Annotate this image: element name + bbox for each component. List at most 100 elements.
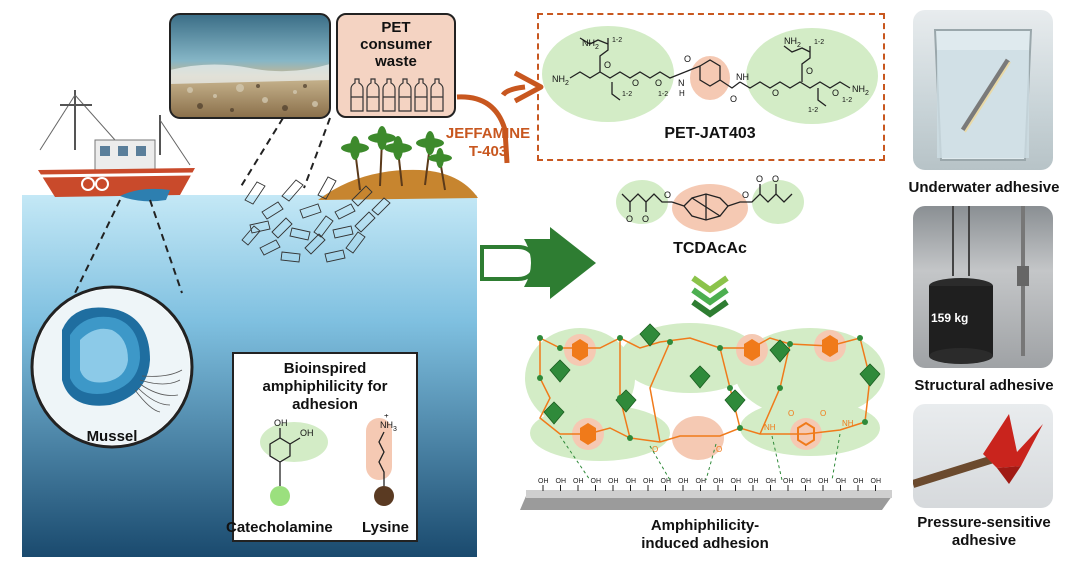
bioinspired-arrow-icon (480, 227, 596, 299)
chem-o-1: O (604, 60, 611, 70)
chem-o-carbonyl-right: O (730, 94, 737, 104)
surface-oh-label: OH (678, 478, 689, 485)
mussel-label: Mussel (86, 428, 138, 445)
lysine-plus: + (384, 414, 389, 420)
pet-waste-box: PET consumer waste (336, 13, 456, 118)
chem-nh2-right: NH2 (852, 84, 869, 97)
net-nh-1: NH (764, 423, 776, 432)
plastic-bottles-icon (350, 78, 444, 112)
catechol-oh-1: OH (274, 418, 288, 428)
jeffamine-arrow (456, 70, 544, 164)
surface-oh-label: OH (766, 478, 777, 485)
net-o-3: O (788, 409, 794, 418)
chem-nh-right: NH (736, 72, 749, 82)
chem-h-left: H (679, 89, 685, 98)
amphiphilicity-line2: induced adhesion (641, 535, 769, 552)
lysine-label: Lysine (362, 519, 409, 536)
zoom-line-left (74, 199, 121, 294)
surface-oh-label: OH (608, 478, 619, 485)
pet-label-line3: waste (375, 53, 417, 70)
beaker-icon (933, 29, 1033, 161)
bioinspired-line2: amphiphilicity for (262, 378, 388, 395)
structural-photo: 159 kg (913, 206, 1053, 368)
catechol-oh-2: OH (300, 428, 314, 438)
pet-jat403-structure: NH2 NH2 O O O 1-2 1-2 1-2 N H O O NH NH2… (542, 26, 878, 124)
chem-o-4: O (806, 66, 813, 76)
surface-oh-label: OH (836, 478, 847, 485)
mussel-zoom-circle (30, 285, 194, 449)
pressure-label: Pressure-sensitive adhesive (890, 514, 1078, 550)
chem-o-5: O (772, 88, 779, 98)
weights-icon (929, 206, 1029, 364)
photo-zoom-line-left (239, 117, 284, 189)
surface-oh-label: OH (556, 478, 567, 485)
fishing-boat-icon (38, 90, 195, 202)
surface-oh-label: OH (783, 478, 794, 485)
chem-o-6: O (832, 88, 839, 98)
bottle-pile-icon (241, 176, 391, 263)
pet-jat403-label: PET-JAT403 (664, 125, 756, 142)
chem-o-carbonyl-left: O (684, 54, 691, 64)
chem-o-2: O (632, 78, 639, 88)
amphiphilicity-line1: Amphiphilicity- (650, 517, 760, 534)
catecholamine-lysine-structures: OH OH NH3 + (260, 414, 397, 506)
net-o-4: O (820, 409, 826, 418)
tcdacac-label: TCDAcAc (673, 240, 747, 257)
underwater-photo (913, 10, 1053, 170)
tcd-o-4: O (742, 190, 749, 200)
chem-n-left: N (678, 78, 685, 88)
underwater-label: Underwater adhesive (908, 179, 1060, 196)
beach-waste-photo (169, 13, 331, 119)
tcd-o-3: O (664, 190, 671, 200)
photo-zoom-line-right (303, 117, 331, 189)
chem-nh2-left: NH2 (552, 74, 569, 87)
net-o-2: O (716, 445, 722, 454)
pet-label-line2: consumer (360, 36, 432, 53)
surface-oh-label: OH (626, 478, 637, 485)
surface-oh-label: OH (538, 478, 549, 485)
chem-nh2-top-left: NH2 (582, 38, 599, 51)
surface-oh-label: OH (713, 478, 724, 485)
substrate-surface (520, 490, 892, 510)
chem-nh2-top-right: NH2 (784, 36, 801, 49)
amphiphilicity-label: Amphiphilicity- induced adhesion (595, 517, 815, 553)
adhesion-network: O O NH NH O O OH OH OH OH OH OH OH OH OH OH OH OH OH… (520, 323, 892, 510)
tcdacac-structure: O O O O O O (616, 174, 804, 232)
chem-repeat-3: 1-2 (658, 91, 668, 98)
bioinspired-line3: adhesion (292, 396, 358, 413)
pet-label-line1: PET (381, 19, 411, 36)
weight-label: 159 kg (931, 311, 969, 325)
surface-oh-label: OH (661, 478, 672, 485)
tcd-o-1: O (626, 214, 633, 224)
jeffamine-line1: JEFFAMINE (445, 125, 531, 142)
surface-oh-label: OH (853, 478, 864, 485)
tcd-o-6: O (772, 174, 779, 184)
paper-crane-icon (913, 414, 1043, 488)
catecholamine-label: Catecholamine (226, 519, 333, 536)
tcd-o-5: O (756, 174, 763, 184)
surface-oh-label: OH (801, 478, 812, 485)
bioinspired-line1: Bioinspired (283, 360, 367, 377)
surface-oh-label: OH (643, 478, 654, 485)
surface-oh-label: OH (871, 478, 882, 485)
chem-o-3: O (655, 78, 662, 88)
surface-oh-label: OH (731, 478, 742, 485)
net-nh-2: NH (842, 419, 854, 428)
chem-repeat-6: 1-2 (842, 97, 852, 104)
jeffamine-line2: T-403 (468, 143, 508, 160)
pressure-line1: Pressure-sensitive (917, 514, 1051, 531)
pet-jat403-box (537, 13, 885, 161)
tcd-o-2: O (642, 214, 649, 224)
chem-repeat-1: 1-2 (612, 37, 622, 44)
pressure-line2: adhesive (951, 532, 1017, 549)
net-o-1: O (652, 445, 658, 454)
down-chevrons-icon (691, 275, 729, 318)
pressure-photo (913, 404, 1053, 508)
surface-oh-label: OH (818, 478, 829, 485)
zoom-line-right (149, 199, 183, 294)
jeffamine-label: JEFFAMINE T-403 (438, 125, 538, 161)
chem-repeat-2: 1-2 (622, 91, 632, 98)
surface-oh-label: OH (591, 478, 602, 485)
structural-label: Structural adhesive (914, 377, 1054, 394)
